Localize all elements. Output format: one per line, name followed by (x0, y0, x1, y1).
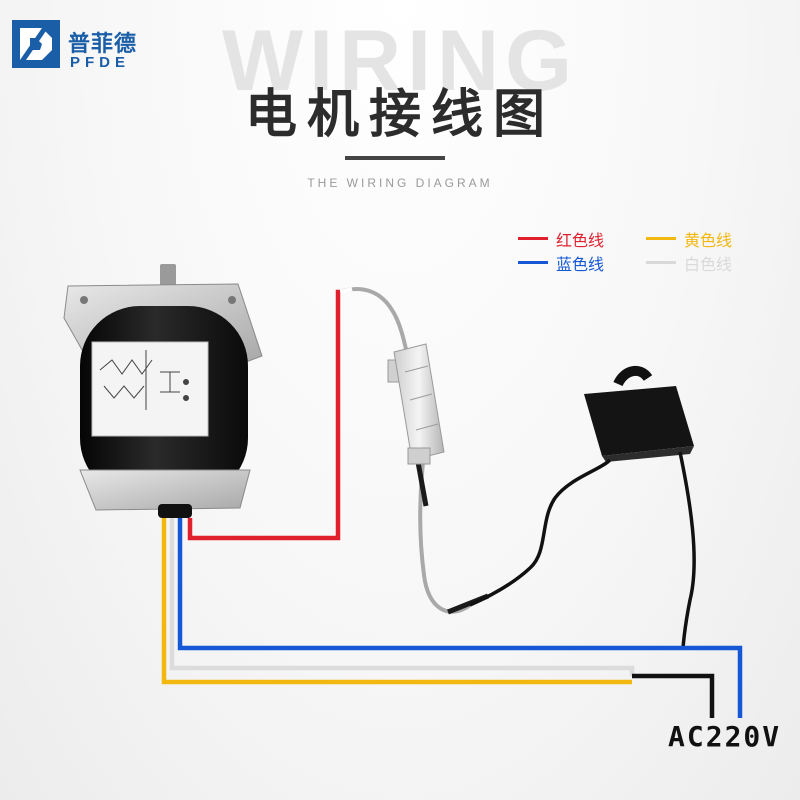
motor-label-plate (91, 341, 209, 437)
ac-motor (63, 264, 263, 518)
motor-wire-exit (158, 504, 192, 518)
yellow-wire (161, 518, 632, 685)
power-resistor (387, 343, 445, 465)
brand-name-en: PFDE (70, 54, 131, 71)
legend-label-blue: 蓝色线 (556, 255, 605, 274)
legend-label-yellow: 黄色线 (684, 231, 733, 250)
brand-logo: 普菲德 PFDE (12, 14, 162, 74)
motor-rear-flange (79, 469, 251, 511)
brand-name-cn: 普菲德 (68, 32, 138, 57)
legend-swatch-yellow (646, 237, 676, 240)
white-wire (169, 518, 635, 676)
resistor-lead-top (339, 287, 410, 359)
capacitor (584, 365, 694, 462)
legend-label-red: 红色线 (556, 231, 605, 250)
legend-label-white: 白色线 (684, 255, 733, 274)
header-watermark: WIRING (221, 13, 579, 109)
pfde-logo-icon (12, 20, 60, 68)
power-supply-label: AC220V (668, 720, 782, 753)
capacitor-lead-right (678, 451, 696, 649)
legend-swatch-white (646, 261, 676, 264)
legend-swatch-red (518, 237, 548, 240)
wire-color-legend: 红色线 黄色线 蓝色线 白色线 (518, 227, 758, 277)
black-wire (632, 673, 715, 718)
capacitor-lead-left (469, 458, 612, 607)
resistor-lead-bottom (418, 451, 472, 614)
blue-wire (177, 518, 743, 718)
legend-swatch-blue (518, 261, 548, 264)
title-underline (345, 156, 445, 160)
motor-shaft (160, 264, 176, 286)
page-title: 电机接线图 (244, 85, 555, 145)
page-subtitle: THE WIRING DIAGRAM (307, 176, 493, 190)
red-wire (187, 289, 341, 541)
